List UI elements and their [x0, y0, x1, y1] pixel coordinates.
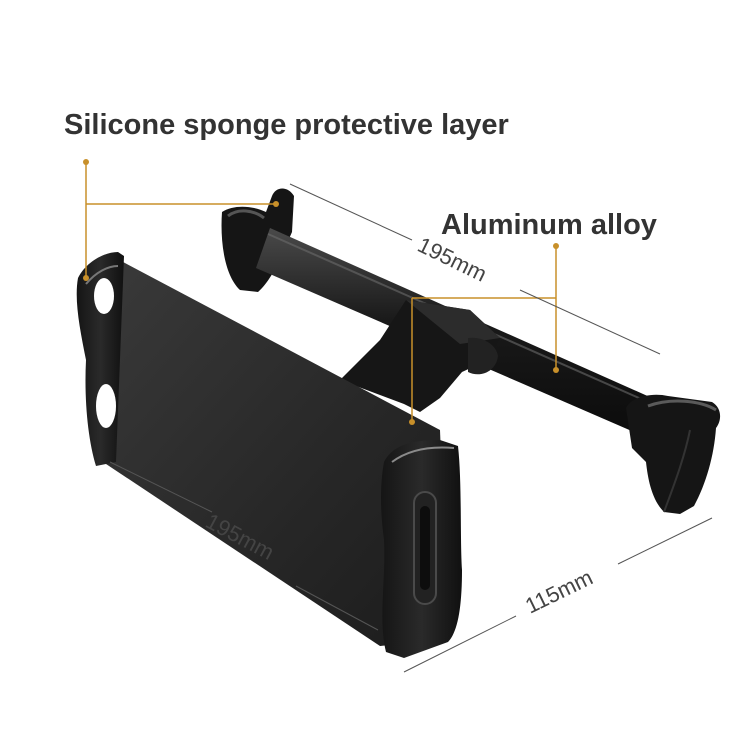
aluminum-label: Aluminum alloy: [441, 209, 657, 241]
front-headrest-clamp: [626, 394, 721, 514]
tablet-holder: [76, 252, 462, 658]
aluminum-callout: [409, 243, 559, 425]
silicone-label: Silicone sponge protective layer: [64, 109, 509, 141]
silicone-callout: [83, 159, 279, 281]
dimension-line-top: [289, 183, 661, 355]
dimension-line-bottom-left: [109, 461, 379, 631]
center-joint: [340, 300, 500, 412]
dimension-depth-label: 115mm: [521, 565, 596, 619]
dimension-line-bottom-right: [403, 517, 713, 673]
